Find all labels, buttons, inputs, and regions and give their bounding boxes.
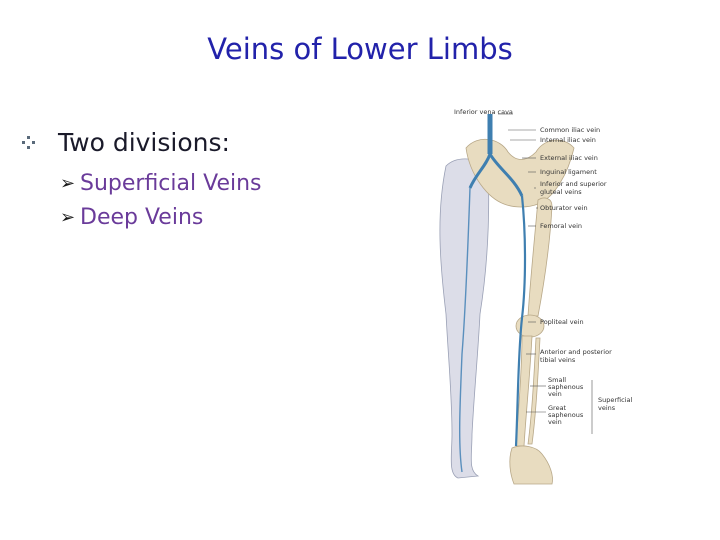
great-saphenous-vein-path xyxy=(459,187,471,473)
lower-limb-veins-illustration: Inferior vena cava Common iliac vein Int… xyxy=(439,108,633,485)
label-gluteal-veins-line2: gluteal veins xyxy=(540,188,582,196)
arrow-bullet-icon: ➢ xyxy=(60,206,76,228)
fibula-bone-shape xyxy=(527,337,541,445)
bullet-item: Two divisions: xyxy=(22,128,230,157)
sub-item-superficial: ➢ Superficial Veins xyxy=(60,166,262,200)
arrow-bullet-icon: ➢ xyxy=(60,172,76,194)
label-great-saphenous-line3: vein xyxy=(548,418,562,426)
iliac-vein-path xyxy=(468,153,524,197)
sub-item-deep: ➢ Deep Veins xyxy=(60,200,262,234)
label-inferior-vena-cava: Inferior vena cava xyxy=(454,108,513,116)
sub-item-label: Superficial Veins xyxy=(80,170,262,196)
label-small-saphenous-line2: saphenous xyxy=(548,383,584,391)
label-common-iliac-vein: Common iliac vein xyxy=(540,126,600,134)
label-gluteal-veins-line1: Inferior and superior xyxy=(540,180,607,188)
foot-bone-shape xyxy=(509,445,553,485)
label-obturator-vein: Obturator vein xyxy=(540,204,588,212)
label-internal-iliac-vein: Internal iliac vein xyxy=(540,136,596,144)
label-great-saphenous-line1: Great xyxy=(548,404,567,412)
diamond-bullet-icon xyxy=(22,135,36,150)
label-tibial-veins-line1: Anterior and posterior xyxy=(540,348,612,356)
femoral-vein-path xyxy=(514,195,527,447)
bullet-text: Two divisions: xyxy=(58,128,230,157)
label-external-iliac-vein: External iliac vein xyxy=(540,154,598,162)
label-superficial-veins-line2: veins xyxy=(598,404,616,412)
label-great-saphenous-line2: saphenous xyxy=(548,411,584,419)
slide-title: Veins of Lower Limbs xyxy=(207,32,513,66)
label-tibial-veins-line2: tibial veins xyxy=(540,356,576,364)
sub-item-label: Deep Veins xyxy=(80,204,204,230)
label-inguinal-ligament: Inguinal ligament xyxy=(540,168,597,176)
label-femoral-vein: Femoral vein xyxy=(540,222,582,230)
sub-list: ➢ Superficial Veins ➢ Deep Veins xyxy=(60,166,262,234)
label-small-saphenous-line3: vein xyxy=(548,390,562,398)
femur-bone-shape xyxy=(527,197,553,317)
label-small-saphenous-line1: Small xyxy=(548,376,566,384)
label-popliteal-vein: Popliteal vein xyxy=(540,318,584,326)
label-superficial-veins-line1: Superficial xyxy=(598,396,633,404)
